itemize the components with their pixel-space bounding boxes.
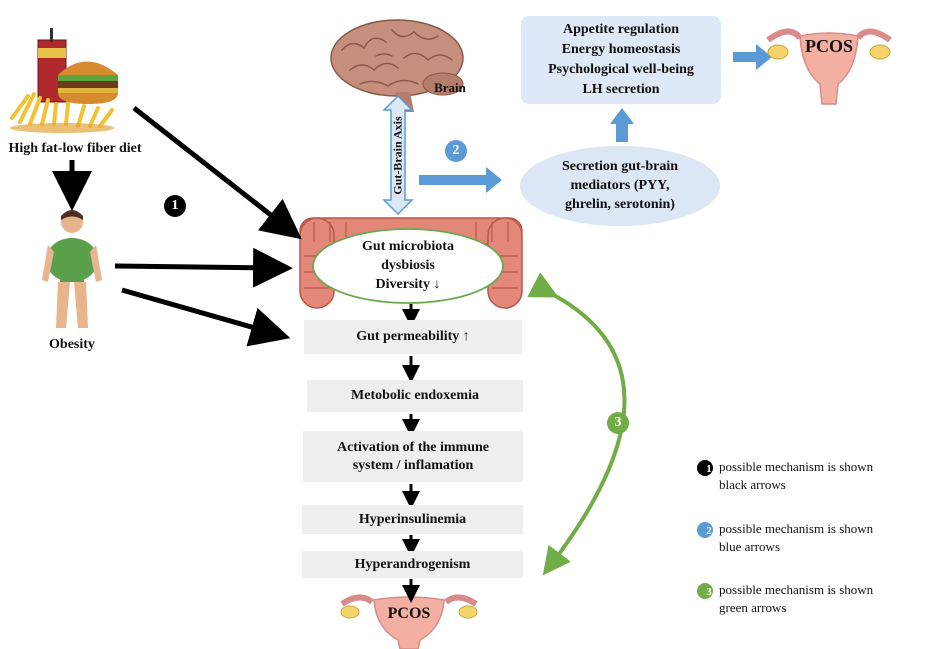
chain-box-hyperinsulinemia: Hyperinsulinemia [302, 505, 523, 534]
legend-line: black arrows [719, 477, 786, 492]
brain-icon [330, 19, 464, 112]
effect-item: Psychological well-being [548, 62, 694, 77]
brain-label: Brain [434, 80, 466, 95]
legend-item-2: 2 possible mechanism is shown blue arrow… [697, 520, 917, 556]
gut-line-3: Diversity ↓ [375, 277, 441, 292]
marker-3-label: 3 [614, 415, 622, 430]
chain-box-endoxemia: Metobolic endoxemia [307, 380, 523, 412]
fast-food-icon [10, 28, 118, 133]
legend-dot-2 [697, 522, 713, 538]
mediators-line-3: ghrelin, serotonin) [565, 197, 675, 212]
gut-ellipse [312, 228, 504, 304]
gut-line-2: dysbiosis [381, 258, 435, 273]
gut-brain-axis-label: Gut-Brain Axis [390, 116, 405, 195]
mediators-line-2: mediators (PYY, [570, 178, 670, 193]
obesity-label: Obesity [49, 337, 95, 352]
legend-line: blue arrows [719, 539, 781, 554]
green-arc-arrow [527, 272, 627, 576]
blue-arrow-to-pcos [733, 44, 772, 70]
legend-dot-1 [697, 460, 713, 476]
blue-arrow-to-mediators [419, 167, 502, 193]
legend-item-3: 3 possible mechanism is shown green arro… [697, 581, 917, 617]
legend-dot-3 [697, 583, 713, 599]
obese-person-icon [42, 210, 102, 328]
chain-box-gut-permeability: Gut permeability ↑ [304, 320, 522, 354]
marker-2-label: 2 [452, 143, 460, 158]
uterus-icon-bottom [340, 594, 478, 649]
effects-text: Appetite regulation Energy homeostasis P… [521, 20, 721, 100]
uterus-icon-top [766, 28, 892, 105]
marker-3 [607, 412, 629, 434]
legend-line: possible mechanism is shown [719, 459, 874, 474]
marker-1 [164, 195, 186, 217]
gut-microbiota-text: Gut microbiota dysbiosis Diversity ↓ [330, 237, 486, 294]
gut-line-1: Gut microbiota [362, 239, 454, 254]
chain-box-hyperandrogenism: Hyperandrogenism [302, 551, 523, 578]
gut-brain-axis-arrow [382, 94, 414, 216]
legend-line: possible mechanism is shown [719, 582, 874, 597]
mediators-line-1: Secretion gut-brain [561, 159, 678, 174]
blue-arrow-up [610, 108, 634, 142]
effect-item: LH secretion [582, 82, 660, 97]
effect-item: Energy homeostasis [561, 42, 681, 57]
black-arrows [52, 106, 302, 347]
chain-box-immune: Activation of the immune system / inflam… [303, 431, 523, 482]
legend-line: green arrows [719, 600, 787, 615]
legend-num-3: 3 [706, 586, 712, 598]
diet-label: High fat-low fiber diet [8, 141, 142, 156]
mediators-text: Secretion gut-brain mediators (PYY, ghre… [540, 157, 700, 214]
pcos-top-label: PCOS [804, 36, 853, 56]
legend-item-1: 1 possible mechanism is shown black arro… [697, 458, 917, 494]
mediators-ellipse [520, 146, 720, 226]
legend-num-2: 2 [706, 525, 712, 537]
legend-num-1: 1 [706, 463, 712, 475]
marker-2 [445, 140, 467, 162]
effects-box [521, 16, 721, 104]
pcos-bottom-label: PCOS [387, 605, 431, 622]
marker-1-label: 1 [171, 198, 179, 213]
effect-item: Appetite regulation [562, 22, 679, 37]
legend-line: possible mechanism is shown [719, 521, 874, 536]
